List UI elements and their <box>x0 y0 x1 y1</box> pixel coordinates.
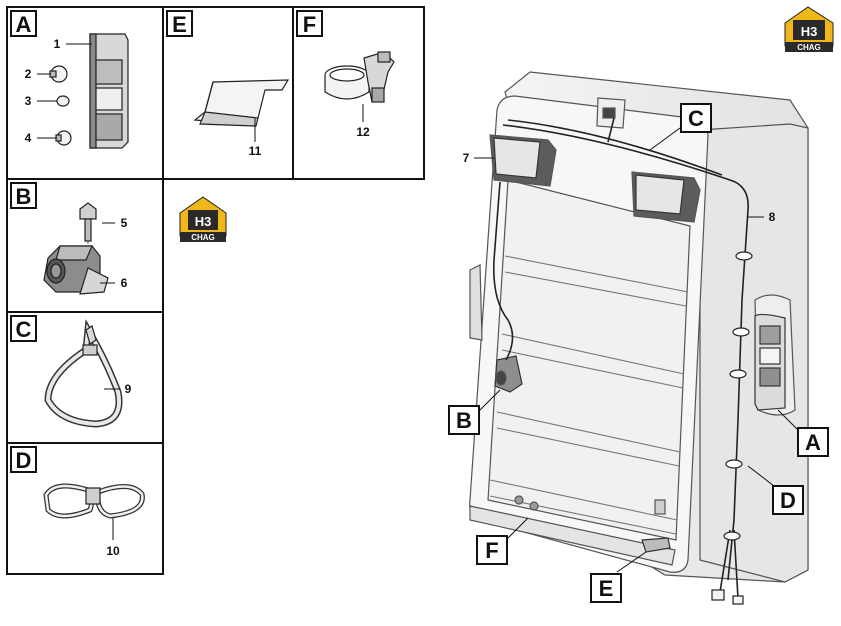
callout-6: 6 <box>121 276 128 290</box>
svg-text:E: E <box>172 12 187 37</box>
main-tag-A: A <box>797 427 829 457</box>
callout-10: 10 <box>106 544 120 558</box>
callout-12: 12 <box>356 125 370 139</box>
svg-text:CHAG: CHAG <box>797 43 821 52</box>
logo-top-right: H3 CHAG <box>784 6 834 52</box>
callout-5: 5 <box>121 216 128 230</box>
cable-tie-drawing <box>44 319 123 428</box>
main-tag-F: F <box>476 535 508 565</box>
svg-text:D: D <box>780 488 796 513</box>
svg-text:H3: H3 <box>195 214 212 229</box>
panel-D-tag: D <box>10 446 37 473</box>
clamp-drawing <box>324 51 395 103</box>
bolt-drawing <box>79 202 97 242</box>
main-tag-D: D <box>772 485 804 515</box>
svg-text:CHAG: CHAG <box>191 233 215 242</box>
svg-text:D: D <box>16 448 32 473</box>
svg-text:E: E <box>599 576 614 601</box>
main-tag-B: B <box>448 405 480 435</box>
panel-E-tag: E <box>166 10 193 37</box>
bracket-drawing <box>193 79 290 127</box>
callout-4: 4 <box>25 131 32 145</box>
svg-text:F: F <box>485 538 498 563</box>
wiring-harness <box>492 117 749 599</box>
callout-8: 8 <box>769 210 776 224</box>
svg-text:F: F <box>303 12 316 37</box>
panel-B-tag: B <box>10 182 37 209</box>
main-tag-E: E <box>590 573 622 603</box>
panel-A-leaders <box>37 43 92 139</box>
harness-connectors <box>711 589 744 605</box>
main-tag-C: C <box>680 103 712 133</box>
mount-bracket-drawing <box>43 245 109 295</box>
svg-text:A: A <box>16 12 32 37</box>
machine-rear-view <box>469 71 809 583</box>
svg-text:C: C <box>688 106 704 131</box>
panel-F-tag: F <box>296 10 323 37</box>
callout-7: 7 <box>463 151 470 165</box>
svg-text:C: C <box>16 317 32 342</box>
callout-1: 1 <box>54 37 61 51</box>
logo-small: H3 CHAG <box>179 196 227 242</box>
double-clip-drawing <box>43 483 145 519</box>
callout-9: 9 <box>125 382 132 396</box>
panel-C-tag: C <box>10 315 37 342</box>
panel-A-tag: A <box>10 10 37 37</box>
harness-clips <box>723 251 753 541</box>
callout-11: 11 <box>249 144 262 158</box>
callout-3: 3 <box>25 94 32 108</box>
svg-text:B: B <box>456 408 472 433</box>
svg-text:A: A <box>805 430 821 455</box>
main-leaders <box>474 127 799 573</box>
callout-2: 2 <box>25 67 32 81</box>
detail-panels <box>6 6 425 575</box>
svg-text:H3: H3 <box>801 24 818 39</box>
tail-lamp-drawing <box>49 33 129 149</box>
svg-text:B: B <box>16 184 32 209</box>
